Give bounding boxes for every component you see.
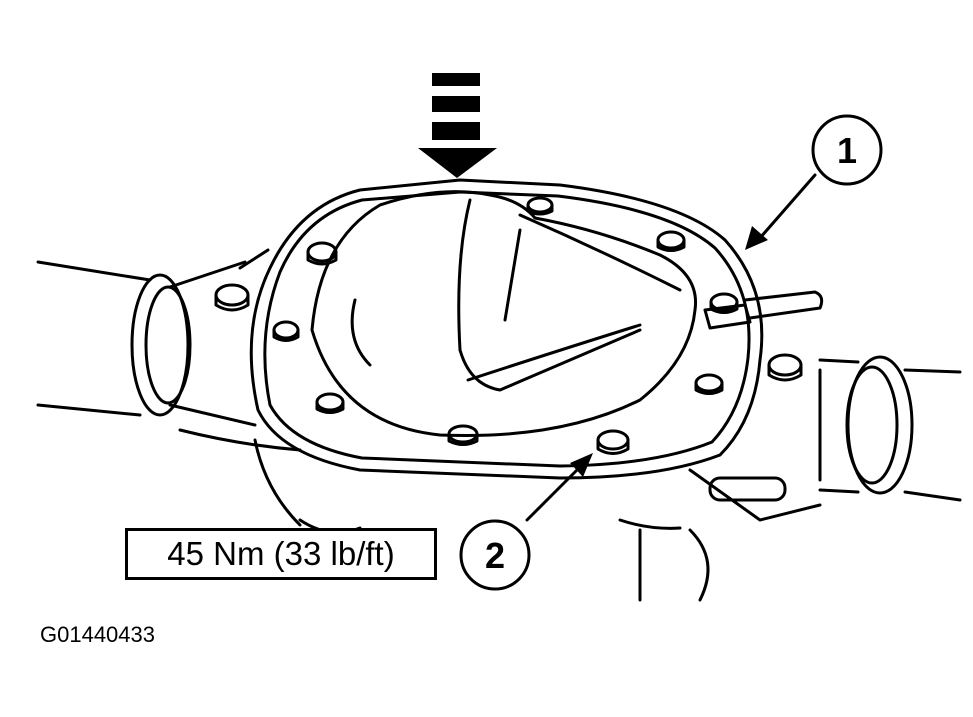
callout-2: 2: [459, 519, 531, 591]
gasket-tab-inner: [703, 303, 752, 330]
bolt: [656, 230, 686, 252]
cover-flange: [263, 190, 751, 468]
gasket-tab: [743, 290, 824, 320]
bolt: [315, 392, 345, 414]
housing-bolt: [767, 353, 803, 382]
callout-1-number: 1: [837, 130, 857, 171]
install-direction-arrow: [418, 73, 497, 178]
left-axle-tube: [36, 260, 257, 427]
right-axle-tube: [818, 355, 962, 502]
bolt: [526, 196, 554, 216]
callout-2-leader: [525, 460, 587, 522]
torque-spec-label: 45 Nm (33 lb/ft): [167, 535, 395, 572]
bolt: [306, 241, 338, 266]
differential-cover: [310, 190, 698, 438]
housing-bolt: [214, 283, 250, 312]
bolt: [272, 320, 300, 342]
callout-1-leader: [758, 173, 817, 240]
callout-2-number: 2: [485, 535, 505, 576]
gasket-outline: [249, 178, 764, 480]
bolt: [709, 292, 739, 314]
callout-1-arrowhead: [745, 226, 768, 250]
bolt: [447, 424, 479, 446]
axle-housing: [178, 248, 822, 602]
bolt: [596, 429, 630, 455]
bolt: [694, 373, 724, 395]
callout-1: 1: [811, 114, 883, 186]
torque-spec-box: 45 Nm (33 lb/ft): [125, 528, 437, 580]
figure-id: G01440433: [40, 622, 155, 647]
cover-bolts: [214, 196, 803, 455]
callout-2-arrowhead: [570, 453, 593, 477]
